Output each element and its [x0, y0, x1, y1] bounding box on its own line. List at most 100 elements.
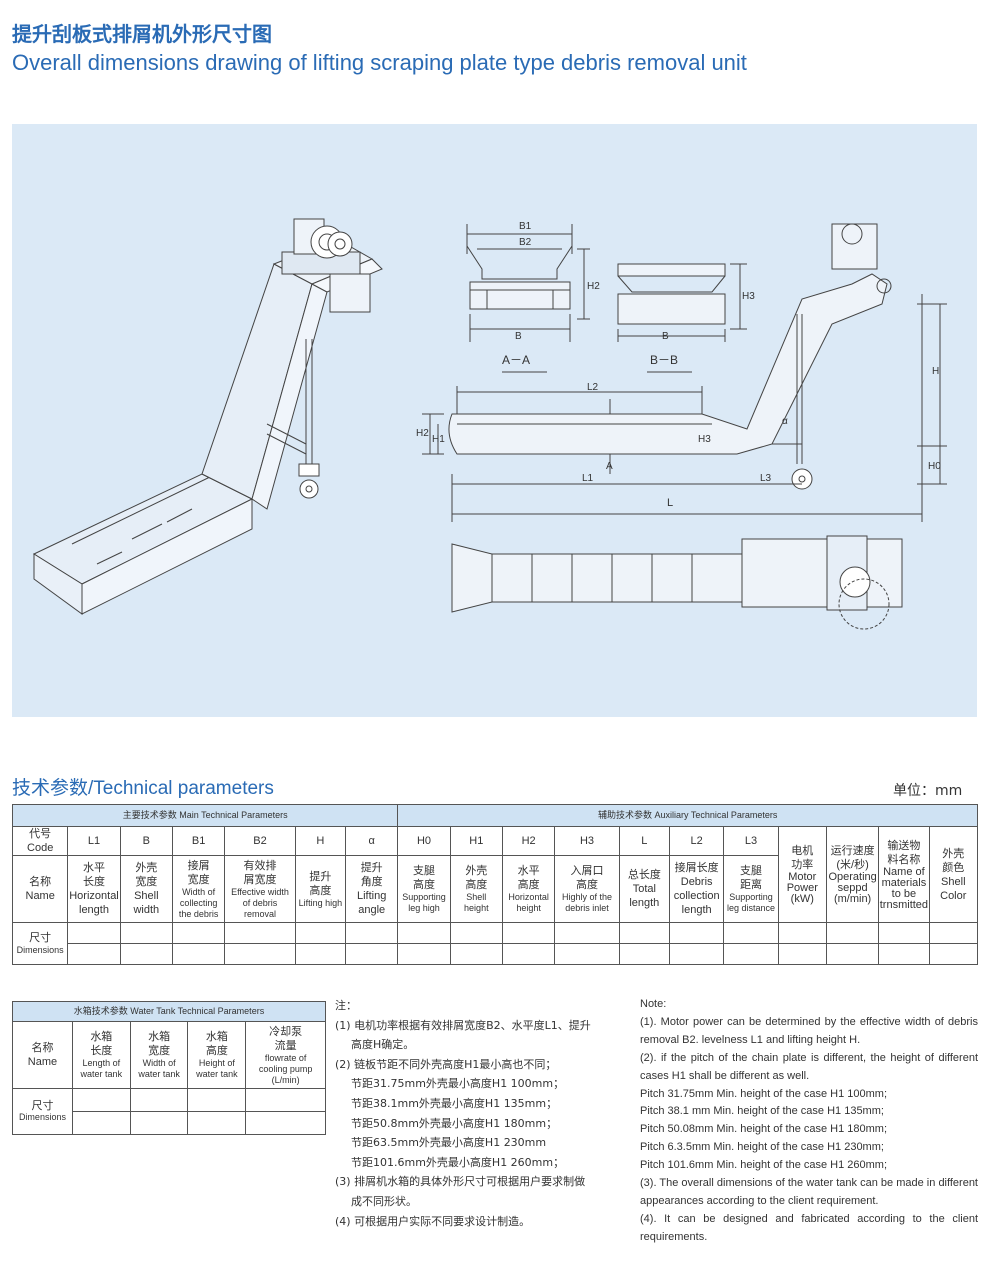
note-cn-line: 节距38.1mm外壳最小高度H1 135mm；: [351, 1096, 558, 1110]
water-tank-table: 水箱技术参数 Water Tank Technical Parameters 名…: [12, 1001, 326, 1135]
dim-cell[interactable]: [397, 943, 451, 965]
dim-cell[interactable]: [294, 943, 347, 965]
water-dim-cell[interactable]: [245, 1111, 326, 1135]
note-cn-line: 成不同形状。: [351, 1194, 417, 1208]
label-l: L: [667, 497, 673, 509]
section-a-a: [466, 224, 590, 373]
code-cell: H2: [501, 826, 556, 856]
dim-cell[interactable]: [554, 922, 620, 944]
dim-cell[interactable]: [224, 943, 296, 965]
dim-cell[interactable]: [878, 922, 930, 944]
notes-en-title: Note:: [640, 998, 667, 1010]
label-h2-aa: H2: [587, 281, 600, 292]
code-cell: H: [294, 826, 347, 856]
water-tank-header: 水箱技术参数 Water Tank Technical Parameters: [12, 1001, 326, 1022]
code-cell: L2: [668, 826, 725, 856]
label-l1: L1: [582, 473, 594, 484]
water-dim-cell[interactable]: [129, 1111, 189, 1135]
notes-cn-title: 注：: [335, 999, 357, 1012]
water-dim-cell[interactable]: [187, 1088, 247, 1112]
dim-cell[interactable]: [119, 943, 173, 965]
dim-cell[interactable]: [928, 922, 979, 944]
water-dim-cell[interactable]: [245, 1088, 326, 1112]
dim-cell[interactable]: [397, 922, 451, 944]
page-title-en: Overall dimensions drawing of lifting sc…: [12, 50, 747, 75]
water-dim-cell[interactable]: [129, 1088, 189, 1112]
dim-cell[interactable]: [449, 943, 503, 965]
water-dim-row-2: [13, 1111, 326, 1135]
dim-cell[interactable]: [825, 943, 880, 965]
label-alpha: α: [782, 416, 788, 427]
note-en-line: (3). The overall dimensions of the water…: [640, 1177, 978, 1207]
unit-label: 单位：mm: [893, 783, 963, 799]
top-plan-view: [451, 535, 903, 630]
label-a: A: [606, 461, 613, 472]
label-b-bb: B: [662, 331, 669, 342]
dim-cell[interactable]: [668, 943, 725, 965]
note-cn-line: (4) 可根据用户实际不同要求设计制造。: [335, 1214, 531, 1228]
label-h3-bb: H3: [742, 291, 755, 302]
dim-cell[interactable]: [554, 943, 620, 965]
dim-cell[interactable]: [928, 943, 979, 965]
dim-cell[interactable]: [67, 943, 121, 965]
note-cn-line: 节距101.6mm外壳最小高度H1 260mm；: [351, 1155, 565, 1169]
label-section-aa: A－A: [502, 353, 530, 367]
main-params-header: 主要技术参数 Main Technical Parameters: [11, 804, 399, 827]
dim-cell[interactable]: [825, 922, 880, 944]
dim-cell[interactable]: [345, 943, 399, 965]
water-dim-cell[interactable]: [187, 1111, 247, 1135]
water-dim-cell[interactable]: [71, 1088, 131, 1112]
tech-params-title: 技术参数/Technical parameters: [12, 778, 274, 799]
drawing-svg: B1 B2 B H2 B H3 A－A B－B L2 H2 H1 H3 α H …: [32, 218, 947, 630]
label-section-bb: B－B: [650, 353, 678, 367]
dim-cell[interactable]: [224, 922, 296, 944]
dim-cell[interactable]: [294, 922, 347, 944]
dim-cell[interactable]: [119, 922, 173, 944]
code-cell: L3: [723, 826, 779, 856]
dim-cell[interactable]: [618, 943, 670, 965]
note-en-line: Pitch 101.6mm Min. height of the case H1…: [640, 1159, 888, 1172]
dim-cell[interactable]: [171, 943, 226, 965]
code-cell: H3: [554, 826, 620, 856]
water-dim-cell[interactable]: [71, 1111, 131, 1135]
dim-cell[interactable]: [501, 943, 556, 965]
note-en-line: Pitch 31.75mm Min. height of the case H1…: [640, 1087, 888, 1100]
dim-cell[interactable]: [501, 922, 556, 944]
code-cell: H0: [397, 826, 451, 856]
dim-cell[interactable]: [67, 922, 121, 944]
isometric-conveyor-view: [32, 218, 383, 615]
note-en-line: (2). if the pitch of the chain plate is …: [640, 1051, 978, 1082]
dim-cell[interactable]: [723, 943, 779, 965]
dim-cell[interactable]: [668, 922, 725, 944]
note-cn-line: 高度H确定。: [351, 1038, 415, 1052]
dim-cell[interactable]: [723, 922, 779, 944]
dim-cell[interactable]: [777, 943, 827, 965]
dim-cell[interactable]: [878, 943, 930, 965]
code-cell: α: [345, 826, 399, 856]
aux-params-header: 辅助技术参数 Auxiliary Technical Parameters: [397, 804, 978, 827]
dim-cell[interactable]: [449, 922, 503, 944]
dim-cell[interactable]: [777, 922, 827, 944]
label-h0: H0: [928, 461, 941, 472]
main-technical-table: 主要技术参数 Main Technical Parameters 辅助技术参数 …: [11, 804, 979, 965]
dim-cell[interactable]: [618, 922, 670, 944]
dim-cell[interactable]: [345, 922, 399, 944]
dim-cell[interactable]: [171, 922, 226, 944]
